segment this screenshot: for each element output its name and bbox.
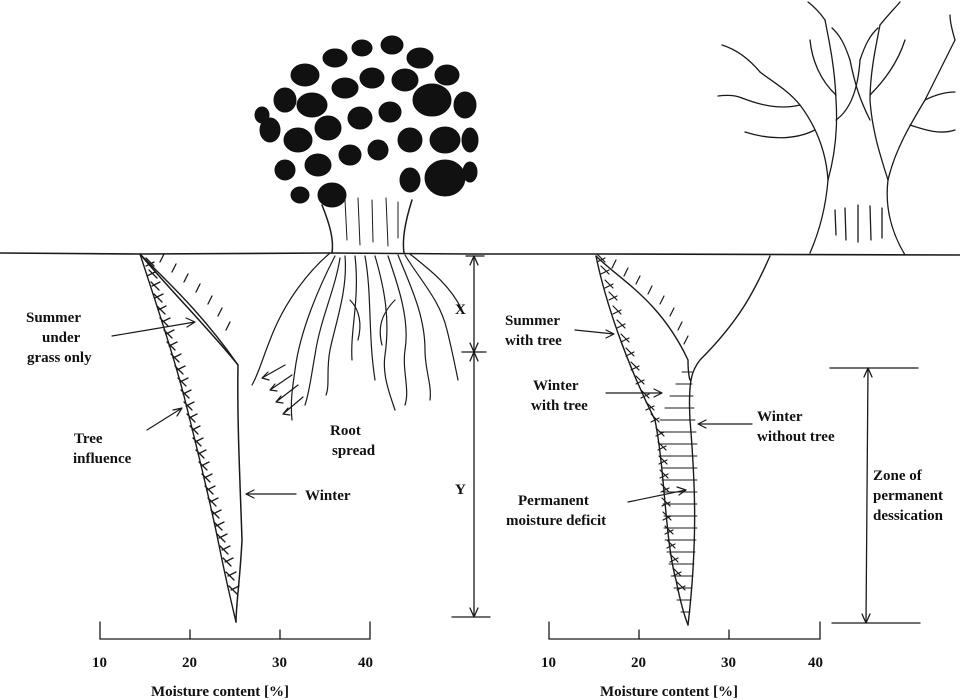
right-axis-title: Moisture content [%]: [600, 684, 738, 700]
label-root-spread-1: Root: [330, 423, 361, 439]
label-summer-grass-2: under: [42, 330, 81, 346]
label-zone-2: permanent: [873, 488, 943, 504]
label-deficit-1: Permanent: [518, 493, 589, 509]
left-moisture-profile: [112, 254, 296, 622]
right-tick-10: 10: [541, 655, 556, 671]
label-tree-influence-2: influence: [73, 451, 132, 467]
winter-curve-left: [140, 254, 242, 622]
leafy-tree-illustration: [255, 36, 478, 253]
label-zone-3: dessication: [873, 508, 944, 524]
left-tick-30: 30: [272, 655, 287, 671]
arrow-winter-left: [246, 490, 296, 498]
root-spread-arrows: [262, 365, 303, 415]
arrow-summer-grass: [112, 318, 195, 336]
label-x: X: [455, 302, 466, 318]
label-tree-influence-1: Tree: [74, 431, 103, 447]
label-summer-grass-1: Summer: [26, 310, 81, 326]
right-tick-40: 40: [808, 655, 823, 671]
label-summer-tree-1: Summer: [505, 313, 560, 329]
arrow-winter-no-tree: [698, 420, 752, 428]
summer-tree-curve: [596, 256, 690, 380]
right-tick-20: 20: [631, 655, 646, 671]
arrow-winter-tree: [606, 389, 662, 397]
right-moisture-profile: [575, 254, 770, 625]
root-system: [252, 253, 462, 420]
right-axis: [549, 622, 820, 639]
left-axis-title: Moisture content [%]: [151, 684, 289, 700]
label-winter-no-tree-2: without tree: [757, 429, 835, 445]
left-tick-40: 40: [358, 655, 373, 671]
label-winter-no-tree-1: Winter: [757, 409, 803, 425]
label-summer-grass-3: grass only: [27, 350, 92, 366]
bare-tree-illustration: [718, 2, 955, 255]
arrow-deficit: [628, 487, 686, 502]
left-axis-labels: 10 20 30 40 Moisture content [%]: [92, 655, 373, 700]
left-tick-20: 20: [182, 655, 197, 671]
label-y: Y: [455, 482, 466, 498]
label-zone-1: Zone of: [873, 468, 923, 484]
label-summer-tree-2: with tree: [505, 333, 562, 349]
label-root-spread-2: spread: [332, 443, 376, 459]
arrow-summer-tree: [575, 330, 614, 338]
left-tick-10: 10: [92, 655, 107, 671]
right-axis-labels: 10 20 30 40 Moisture content [%]: [541, 655, 823, 700]
label-winter-tree-1: Winter: [533, 378, 579, 394]
right-tick-30: 30: [721, 655, 736, 671]
arrow-tree-influence: [147, 408, 182, 430]
ground-line: [0, 253, 960, 255]
label-winter-tree-2: with tree: [531, 398, 588, 414]
label-winter-left: Winter: [305, 488, 351, 504]
left-axis: [100, 622, 370, 639]
left-labels: Summer under grass only Tree influence W…: [26, 302, 466, 504]
label-deficit-2: moisture deficit: [506, 513, 606, 529]
right-labels: Summer with tree Winter with tree Winter…: [505, 313, 944, 529]
